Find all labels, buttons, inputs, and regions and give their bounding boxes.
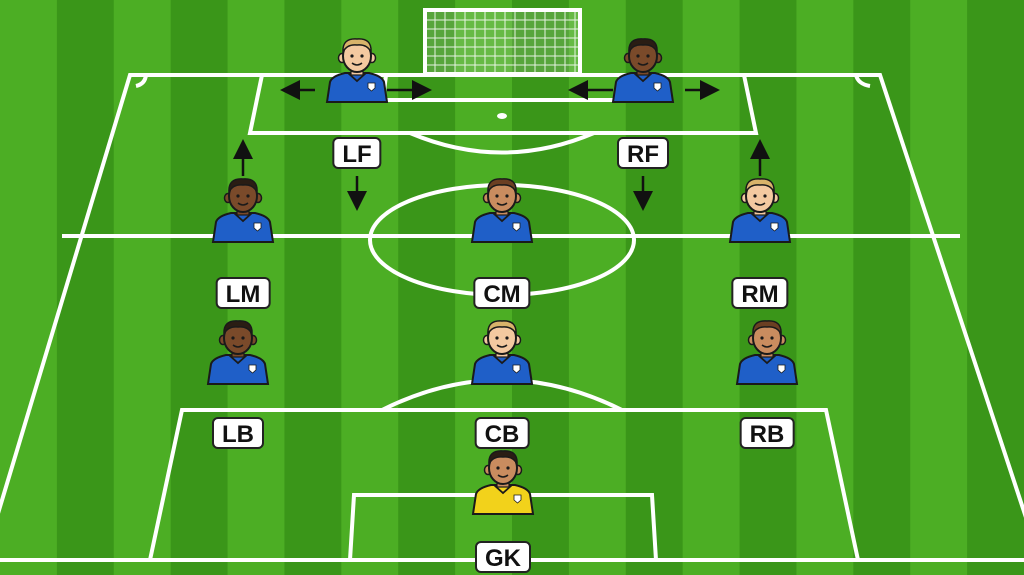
player-shirt <box>470 354 534 385</box>
players-layer <box>206 38 799 515</box>
player-cm <box>470 178 534 243</box>
grass-stripe <box>853 0 912 575</box>
top-penalty-arc <box>409 131 595 155</box>
player-shirt <box>470 212 534 243</box>
player-hair <box>223 320 253 337</box>
position-label-rb: RB <box>739 417 795 449</box>
top-penalty-area <box>247 74 759 135</box>
player-rm <box>728 178 792 243</box>
player-shirt <box>728 212 792 243</box>
player-rb <box>735 320 799 385</box>
player-lb <box>206 320 270 385</box>
player-lm <box>211 178 275 243</box>
grass-stripe <box>796 0 855 575</box>
player-hair <box>752 320 782 337</box>
player-hair <box>487 320 517 337</box>
movement-arrows <box>233 80 770 211</box>
player-hair <box>228 178 258 195</box>
position-label-lb: LB <box>212 417 264 449</box>
player-hair <box>488 450 518 467</box>
bottom-penalty-area <box>148 408 860 561</box>
player-shirt <box>471 484 535 515</box>
grass-stripe <box>910 0 969 575</box>
player-cb <box>470 320 534 385</box>
player-shirt <box>611 72 675 103</box>
position-label-rm: RM <box>731 277 789 309</box>
player-rf <box>611 38 675 103</box>
penalty-spot <box>497 113 507 119</box>
position-label-lf: LF <box>332 137 382 169</box>
goal-net <box>423 8 582 76</box>
player-shirt <box>206 354 270 385</box>
grass-stripe <box>113 0 172 575</box>
player-shirt <box>735 354 799 385</box>
player-hair <box>745 178 775 195</box>
shirt-badge-icon <box>367 82 376 92</box>
shirt-badge-icon <box>513 494 522 504</box>
position-label-rf: RF <box>617 137 669 169</box>
shirt-badge-icon <box>512 222 521 232</box>
grass-stripe <box>0 0 58 575</box>
shirt-badge-icon <box>777 364 786 374</box>
corner-arc-left <box>135 74 148 88</box>
player-lf <box>325 38 389 103</box>
corner-arc-right <box>854 74 871 88</box>
shirt-badge-icon <box>253 222 262 232</box>
player-hair <box>487 178 517 195</box>
position-label-lm: LM <box>215 277 271 309</box>
position-label-cb: CB <box>474 417 530 449</box>
shirt-badge-icon <box>770 222 779 232</box>
player-shirt <box>325 72 389 103</box>
position-label-cm: CM <box>473 277 531 309</box>
shirt-badge-icon <box>653 82 662 92</box>
player-hair <box>628 38 658 55</box>
position-label-gk: GK <box>475 541 531 573</box>
player-shirt <box>211 212 275 243</box>
shirt-badge-icon <box>248 364 257 374</box>
player-hair <box>342 38 372 55</box>
shirt-badge-icon <box>512 364 521 374</box>
player-gk <box>471 450 535 515</box>
grass-stripe <box>398 0 457 575</box>
